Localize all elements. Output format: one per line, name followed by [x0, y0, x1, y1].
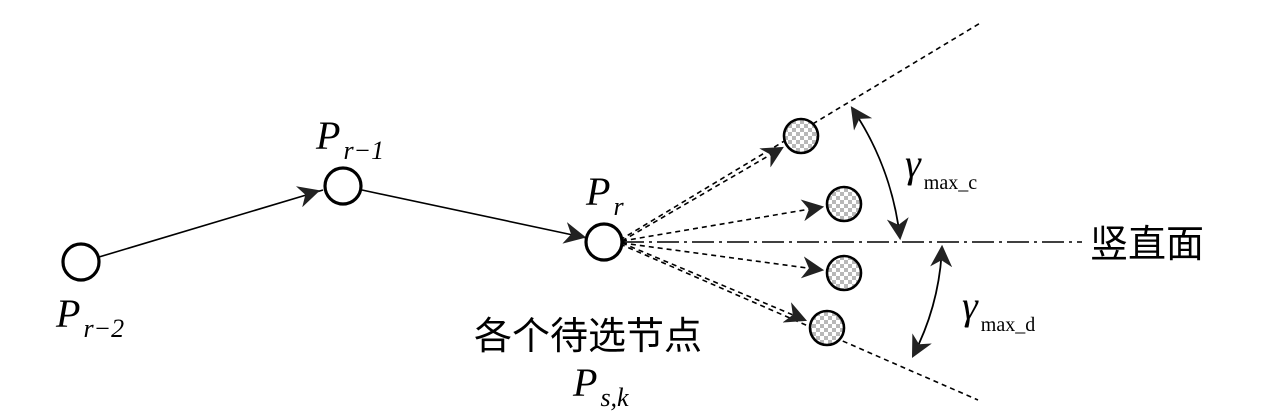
- candidate-arrow-4: [621, 242, 808, 323]
- candidates-label: 各个待选节点: [474, 314, 703, 358]
- candidate-arrow-3: [621, 242, 825, 279]
- candidate-node-3: [825, 254, 863, 292]
- path-segment-2: [361, 189, 588, 239]
- candidate-node-4: [808, 309, 846, 347]
- vertical-plane-label: 竖直面: [1090, 222, 1205, 266]
- node-p-r-1: [323, 166, 363, 206]
- candidate-arrow-1: [621, 146, 784, 242]
- node-p-r: [584, 222, 624, 262]
- candidate-node-2: [825, 185, 863, 223]
- path-segment-1: [98, 189, 324, 258]
- node-p-r-2: [61, 242, 101, 282]
- upper-angle-arc: [850, 106, 909, 241]
- lower-angle-arc: [911, 244, 953, 358]
- candidate-arrow-2: [621, 199, 825, 242]
- candidate-node-1: [782, 117, 820, 155]
- lower-boundary-line: [619, 243, 979, 401]
